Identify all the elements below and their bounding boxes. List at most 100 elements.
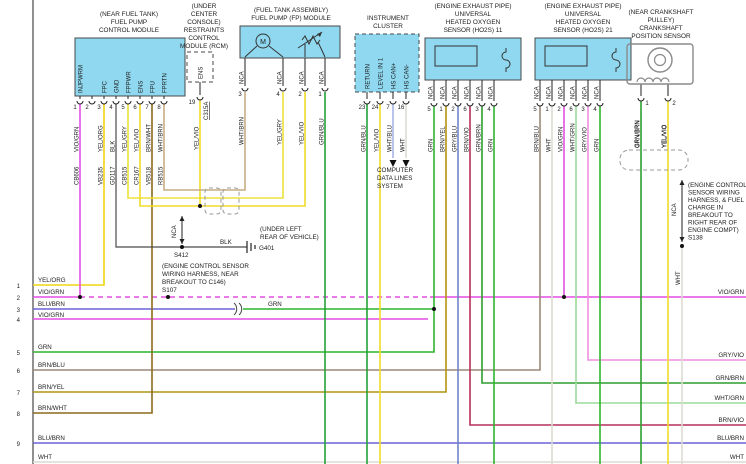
note-text: S138	[688, 235, 703, 242]
wire-color-label: BRN/YEL	[38, 384, 65, 391]
pin-label: ENS	[139, 81, 145, 93]
wire-brn-vio	[469, 106, 746, 426]
note-text: HARNESS, & FUEL	[688, 197, 744, 204]
module-title: FUEL PUMP	[111, 19, 147, 26]
wire-wht-grn	[575, 106, 746, 404]
connector-icon	[584, 102, 592, 107]
connector-icon	[196, 96, 204, 101]
wire-color-label: VIO/GRN	[38, 312, 64, 319]
pin-wire-color: BRN/VIO	[465, 127, 471, 152]
wire-color-label: BLK	[220, 239, 233, 246]
ckp-coil-icon	[636, 77, 670, 83]
connector-icon	[76, 100, 84, 105]
arrow-down-icon	[179, 239, 185, 244]
pin-number: 2	[451, 107, 455, 113]
arrow-down-icon	[679, 237, 685, 242]
module-box-fp	[239, 25, 341, 59]
wire-color-label: GRN/BRN	[635, 120, 641, 148]
wire-color-label: BLU/BRN	[38, 435, 65, 442]
nca-label: NCA	[320, 71, 326, 84]
pin-number: 5	[533, 107, 537, 113]
connector-icon	[241, 87, 249, 92]
circuit-number: CB606	[75, 166, 81, 185]
pin-number: 4	[109, 105, 113, 111]
pin-number: 5	[121, 105, 125, 111]
pin-wire-color: WHT/BRN	[240, 117, 246, 145]
circuit-number: GD117	[111, 166, 117, 185]
circuit-number: RB515	[159, 166, 165, 185]
wire-number: 5	[17, 351, 21, 357]
junction-dot	[180, 245, 184, 249]
junction-dot	[166, 295, 170, 299]
wire-number: 6	[17, 369, 21, 375]
junction-dot	[198, 204, 202, 208]
pin-number: 2	[557, 107, 561, 113]
note-text: DATA LINES	[377, 175, 412, 182]
module-title: HEATED OXYGEN	[556, 19, 611, 26]
connector-icon	[596, 102, 604, 107]
connector-icon	[321, 87, 329, 92]
pin-number: 2	[298, 92, 302, 98]
arrow-up-icon	[179, 216, 185, 221]
ckp-body-icon	[626, 43, 694, 85]
nca-label: NCA	[672, 203, 678, 216]
connector-icon	[572, 102, 580, 107]
wire-number: 7	[17, 391, 21, 397]
motor-lead	[244, 45, 258, 58]
pin-wire-color: WHT/GRN	[571, 123, 577, 152]
note-text: (ENGINE CONTROL	[688, 182, 746, 189]
pin-wire-color: WHT	[401, 138, 407, 152]
pin-number: 6	[569, 107, 573, 113]
connector-icon	[389, 100, 397, 105]
module-title: CONSOLE)	[187, 19, 220, 26]
pin-wire-color: WHT/BLU	[388, 125, 394, 152]
pin-wire-color: BRN/BLU	[535, 126, 541, 152]
module-box-fpcm	[74, 37, 186, 97]
wire-blk-ground	[115, 104, 247, 248]
junction-dot	[680, 244, 684, 248]
connector-icon	[466, 102, 474, 107]
junction-dot	[562, 295, 566, 299]
wire-line6-brnblu	[33, 106, 541, 371]
nca-label: NCA	[240, 71, 246, 84]
pin-label: FPPWR	[127, 71, 133, 93]
pin-wire-color: YEL/GRY	[278, 119, 284, 145]
arrow-up-icon	[679, 180, 685, 185]
wire-yel-org-line1	[33, 104, 105, 286]
pin-number: 3	[581, 107, 585, 113]
module-title: HEATED OXYGEN	[446, 19, 501, 26]
heater-icon	[501, 48, 511, 72]
wire-gry-vio	[587, 106, 746, 361]
module-title: UNIVERSAL	[455, 11, 492, 18]
circuit-number: CR167	[135, 166, 141, 185]
connector-icon	[301, 87, 309, 92]
connector-icon	[363, 100, 371, 105]
pin-wire-color: GRN	[429, 139, 435, 152]
pin-wire-color: YEL/VIO	[375, 128, 381, 152]
wire-number: 9	[17, 442, 21, 448]
pin-number: 1	[439, 107, 443, 113]
pin-number: 23	[359, 105, 366, 111]
module-title: MODULE (RCM)	[180, 43, 228, 50]
pin-number: 3	[238, 92, 242, 98]
circuit-number: CB515	[123, 166, 129, 185]
nca-label: NCA	[571, 86, 577, 99]
connector-icon	[560, 102, 568, 107]
note-text: RIGHT REAR OF	[688, 220, 737, 227]
pin-number: 2	[85, 105, 89, 111]
pin-wire-color: BLK	[111, 141, 117, 152]
pin-number: 8	[157, 105, 161, 111]
arrow-down-icon	[389, 160, 397, 167]
note-text: S107	[162, 287, 177, 294]
connector-icon	[637, 97, 645, 102]
o2-element-icon	[434, 45, 478, 67]
nca-label: NCA	[547, 86, 553, 99]
junction-dot	[78, 295, 82, 299]
wire-color-label: S412	[174, 252, 189, 259]
pin-number: 7	[386, 105, 390, 111]
connector-icon	[478, 102, 486, 107]
pin-number: 1	[73, 105, 77, 111]
connector-icon	[442, 102, 450, 107]
note-text: SENSOR WIRING	[688, 190, 740, 197]
pin-label: FPRTN	[163, 73, 169, 93]
